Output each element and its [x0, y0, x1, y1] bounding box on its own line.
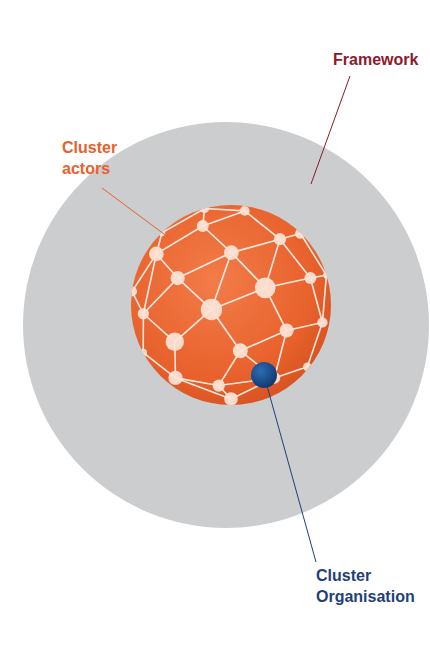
network-link: [310, 278, 322, 322]
network-node: [168, 371, 182, 385]
leader-line: [102, 188, 172, 240]
network-link: [231, 239, 280, 252]
network-link: [307, 322, 322, 366]
network-link: [156, 226, 202, 254]
part-label: Cluster Organisation: [316, 566, 415, 608]
network-node: [274, 233, 286, 245]
network-link: [245, 211, 280, 239]
part-label: Framework: [333, 50, 418, 71]
organisation-dot: [251, 362, 277, 388]
network-link: [203, 211, 245, 226]
network-node: [139, 349, 147, 357]
network-node: [295, 228, 305, 238]
network-node: [171, 271, 185, 285]
network-node: [197, 220, 209, 232]
network-node: [224, 245, 239, 260]
network-node: [240, 206, 250, 216]
network-node: [149, 247, 164, 262]
network-link: [300, 233, 326, 275]
network-link: [240, 331, 286, 351]
network-node: [280, 323, 294, 337]
network-link: [143, 278, 177, 314]
network-node: [201, 299, 222, 320]
network-link: [205, 209, 245, 211]
actor-network: [127, 204, 330, 406]
network-node: [233, 343, 248, 358]
network-node: [323, 272, 330, 279]
network-link: [176, 378, 231, 399]
network-node: [213, 379, 225, 391]
network-node: [255, 278, 276, 299]
framework-circle: [23, 122, 429, 528]
network-node: [138, 308, 149, 319]
network-node: [304, 272, 316, 284]
network-link: [178, 253, 232, 278]
network-node: [317, 317, 327, 327]
leader-line: [264, 375, 316, 562]
cluster-sphere: [131, 205, 331, 405]
leader-line: [311, 76, 350, 184]
network-node: [303, 363, 312, 372]
network-node: [224, 392, 238, 406]
network-link: [322, 275, 326, 322]
network-link: [142, 314, 144, 353]
network-link: [280, 239, 310, 278]
part-label: Cluster actors: [62, 138, 117, 180]
network-node: [166, 333, 184, 351]
network-node: [127, 286, 137, 296]
network-node: [200, 204, 209, 213]
